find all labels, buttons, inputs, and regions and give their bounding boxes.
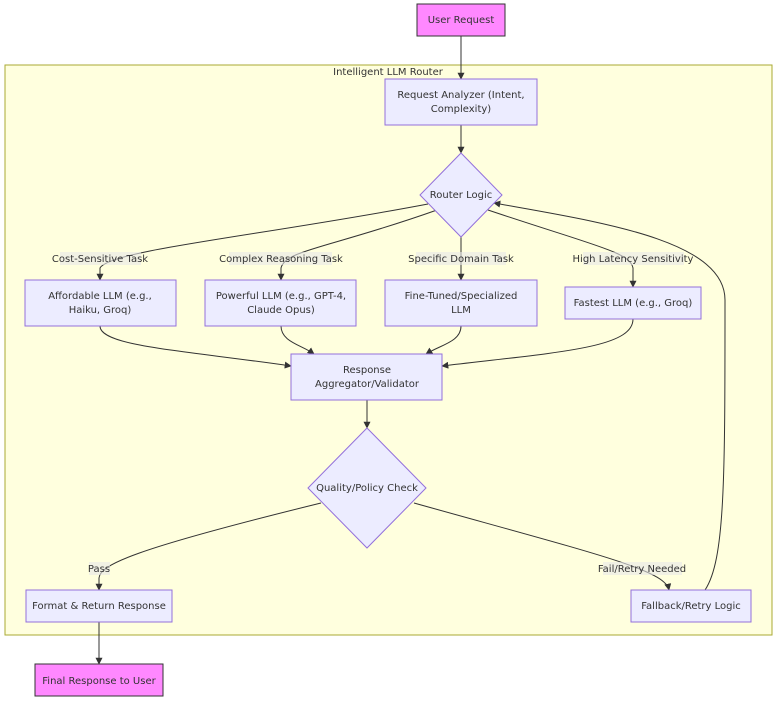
svg-text:Aggregator/Validator: Aggregator/Validator [315,379,420,390]
edge-label-latency: High Latency Sensitivity [573,252,694,265]
svg-text:Pass: Pass [88,564,110,575]
node-finetuned-llm: Fine-Tuned/Specialized LLM [384,279,538,327]
svg-text:Fastest LLM (e.g., Groq): Fastest LLM (e.g., Groq) [574,298,693,309]
svg-text:Fallback/Retry Logic: Fallback/Retry Logic [641,601,741,612]
edge-fallback-to-router [493,200,726,591]
svg-text:Cost-Sensitive Task: Cost-Sensitive Task [52,254,148,265]
cluster-title: Intelligent LLM Router [333,67,444,78]
node-format-return: Format & Return Response [25,589,173,623]
node-quality-check: Quality/Policy Check [307,427,427,549]
svg-text:LLM: LLM [451,305,471,316]
edge-label-fail: Fail/Retry Needed [598,562,686,575]
edge-fastest-to-aggregator [441,318,634,369]
node-fastest-llm: Fastest LLM (e.g., Groq) [564,286,702,320]
svg-text:Specific Domain Task: Specific Domain Task [408,254,514,265]
edge-quality-to-fallback [413,502,672,591]
svg-text:Affordable LLM (e.g.,: Affordable LLM (e.g., [48,291,152,302]
svg-text:Complexity): Complexity) [431,104,491,115]
edge-label-complex: Complex Reasoning Task [219,252,343,265]
router-cluster [4,64,773,636]
svg-text:High Latency Sensitivity: High Latency Sensitivity [573,254,694,265]
node-router-logic: Router Logic [419,152,503,238]
svg-text:Claude Opus): Claude Opus) [247,305,315,316]
svg-text:Format & Return Response: Format & Return Response [32,601,166,612]
svg-text:Router Logic: Router Logic [430,190,492,201]
svg-text:User Request: User Request [428,15,495,26]
node-user-request: User Request [416,3,506,37]
node-response-aggregator: Response Aggregator/Validator [290,353,443,401]
svg-text:Fine-Tuned/Specialized: Fine-Tuned/Specialized [405,291,518,302]
node-final-response: Final Response to User [34,663,164,697]
svg-text:Final Response to User: Final Response to User [42,676,156,687]
svg-text:Request Analyzer (Intent,: Request Analyzer (Intent, [397,90,524,101]
edge-powerful-to-aggregator [280,325,315,355]
edges [95,36,726,665]
svg-text:Quality/Policy Check: Quality/Policy Check [316,483,418,494]
node-powerful-llm: Powerful LLM (e.g., GPT-4, Claude Opus) [204,279,357,327]
edge-finetuned-to-aggregator [425,325,462,355]
node-request-analyzer: Request Analyzer (Intent, Complexity) [384,78,538,126]
svg-text:Haiku, Groq): Haiku, Groq) [69,305,132,316]
node-affordable-llm: Affordable LLM (e.g., Haiku, Groq) [24,279,177,327]
svg-text:Complex Reasoning Task: Complex Reasoning Task [219,254,343,265]
edge-router-to-fastest [487,209,637,288]
node-fallback-retry: Fallback/Retry Logic [630,589,752,623]
svg-text:Fail/Retry Needed: Fail/Retry Needed [598,564,686,575]
edge-label-pass: Pass [88,562,110,575]
svg-text:Response: Response [343,365,391,376]
edge-label-domain: Specific Domain Task [408,252,514,265]
edge-label-cost: Cost-Sensitive Task [52,252,148,265]
edge-affordable-to-aggregator [99,325,292,369]
svg-text:Powerful LLM (e.g., GPT-4,: Powerful LLM (e.g., GPT-4, [216,291,346,302]
edge-quality-to-format [95,502,322,591]
